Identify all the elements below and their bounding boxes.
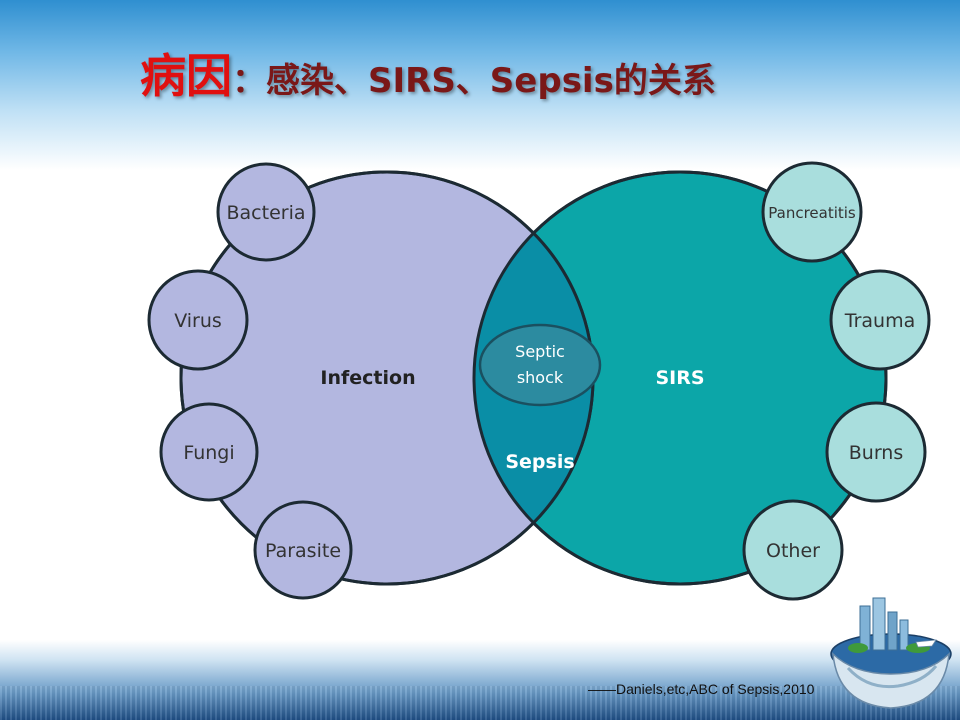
- cause-label-fungi: Fungi: [183, 442, 234, 464]
- septic-shock-label-line1: Septic: [515, 342, 565, 361]
- sirs-cause-other: Other: [742, 499, 844, 601]
- cause-label-bacteria: Bacteria: [227, 202, 306, 224]
- footer-background: [0, 640, 960, 720]
- cause-label-parasite: Parasite: [265, 540, 341, 562]
- septic-shock-ellipse: [478, 323, 602, 407]
- title-rest-part: ：感染、SIRS、Sepsis的关系: [232, 61, 716, 101]
- infection-cause-bacteria: Bacteria: [216, 162, 316, 262]
- cause-label-trauma: Trauma: [844, 310, 915, 332]
- septic-shock-label-line2: shock: [517, 368, 564, 387]
- infection-cause-fungi: Fungi: [159, 402, 259, 502]
- header-background: [0, 0, 960, 170]
- sirs-outline: [472, 170, 888, 586]
- globe-city-decoration: [830, 597, 952, 709]
- cause-label-pancreatitis: Pancreatitis: [768, 204, 856, 222]
- infection-cause-parasite: Parasite: [253, 500, 353, 600]
- sirs-cause-pancreatitis: Pancreatitis: [761, 161, 863, 263]
- infection-cause-virus: Virus: [147, 269, 249, 371]
- citation-text: ——Daniels,etc,ABC of Sepsis,2010: [588, 681, 815, 697]
- sirs-cause-trauma: Trauma: [829, 269, 931, 371]
- slide-title: 病因：感染、SIRS、Sepsis的关系: [140, 40, 716, 106]
- cause-label-virus: Virus: [174, 310, 222, 332]
- infection-label: Infection: [320, 367, 415, 389]
- sirs-cause-burns: Burns: [825, 401, 927, 503]
- sepsis-label: Sepsis: [505, 451, 574, 473]
- cause-label-burns: Burns: [849, 442, 904, 464]
- title-red-part: 病因: [140, 49, 232, 103]
- cause-label-other: Other: [766, 540, 820, 562]
- sirs-label: SIRS: [655, 367, 704, 389]
